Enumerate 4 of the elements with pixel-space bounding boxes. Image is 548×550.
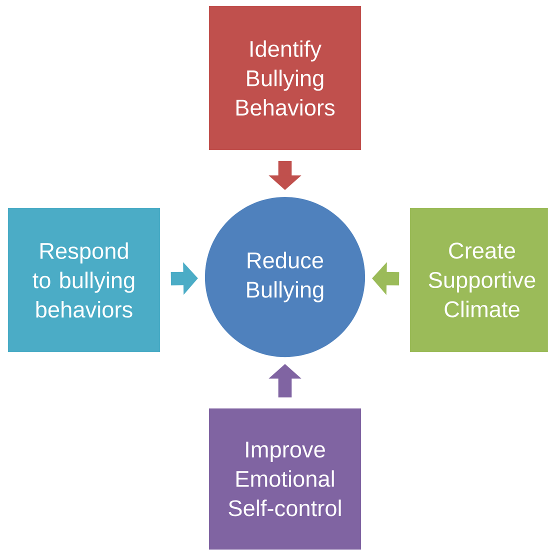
process-box: Create Supportive Climate [410,208,548,352]
process-box: Improve Emotional Self-control [209,408,361,550]
process-box: Identify Bullying Behaviors [209,6,361,150]
process-box: Respond to bullying behaviors [8,208,160,352]
